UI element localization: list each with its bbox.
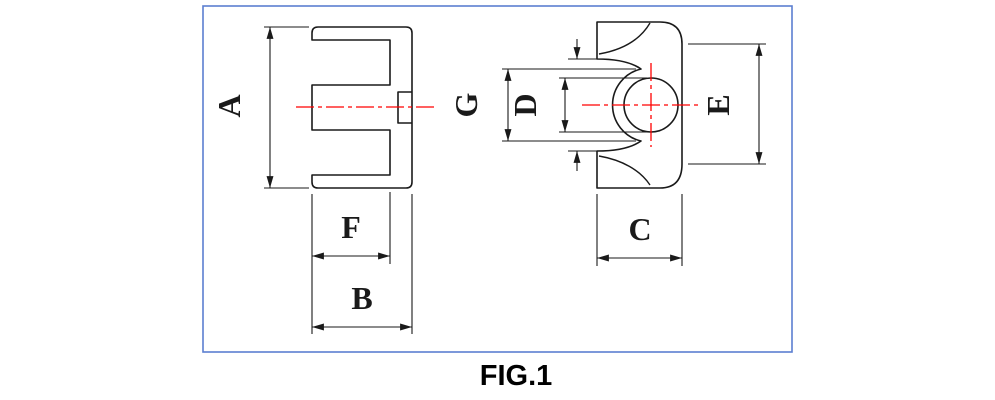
lower-yoke-curve <box>598 155 651 186</box>
drawing-frame-border <box>202 5 793 353</box>
dim-label-a: A <box>211 94 247 117</box>
figure-caption: FIG.1 <box>480 360 553 392</box>
dim-label-g: G <box>448 92 484 117</box>
dim-label-e: E <box>700 94 736 115</box>
dim-label-b: B <box>351 280 372 316</box>
dim-label-c: C <box>628 211 651 247</box>
e-core-outline <box>311 26 413 189</box>
side-view-outline <box>596 21 683 189</box>
dimension-lines <box>264 26 766 334</box>
right-view-core-section <box>596 21 683 189</box>
centerlines <box>296 63 700 147</box>
dim-label-f: F <box>341 209 361 245</box>
dimension-labels: A F B G D E C <box>211 92 736 316</box>
dim-label-d: D <box>507 93 543 116</box>
upper-yoke-curve <box>598 22 651 55</box>
